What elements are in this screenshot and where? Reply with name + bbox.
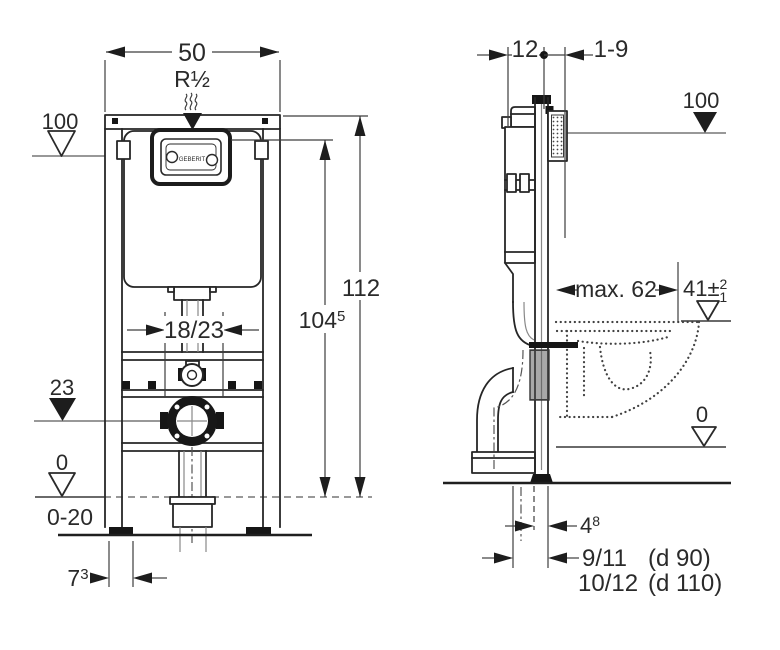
flush-bend-fitting: [173, 286, 211, 301]
cistern-side-profile: [501, 106, 536, 348]
dim-actuation-height: 1045: [231, 139, 350, 497]
dim-outlet-d90-diameter: (d 90): [648, 545, 711, 572]
supply-arrow: [183, 113, 202, 130]
mounting-frame: [104, 114, 281, 536]
window-screw-right: [205, 153, 219, 167]
dim-depth-label: 12: [512, 36, 539, 63]
dim-bolt-spacing-label: 18/23: [164, 317, 224, 344]
frame-foot-right: [246, 527, 271, 536]
brand-logo-text: GEBERIT: [179, 157, 206, 163]
frame-foot-left: [109, 527, 133, 536]
drain-pipe: [169, 447, 216, 552]
dim-bolt-spacing: 18/23: [127, 312, 259, 397]
dim-total-height: 112: [283, 115, 382, 497]
floor-range-label: 0-20: [47, 504, 93, 530]
inspection-window: GEBERIT: [150, 128, 232, 186]
below-floor-outlet: [512, 486, 549, 568]
dim-depth-and-wall: 12 1-9: [477, 36, 628, 238]
dim-outlet-sizes: 9/11 (d 90) 10/12 (d 110): [482, 545, 722, 597]
cistern-clamp-right: [254, 140, 269, 160]
level-0-left: 0 0-20: [47, 450, 93, 530]
dim-outlet-d90-size: 9/11: [582, 545, 627, 572]
level-0-right: 0: [691, 402, 717, 447]
front-view: GEBERIT: [32, 39, 382, 591]
window-screw-left: [165, 150, 179, 164]
level-100-right-label: 100: [683, 88, 720, 113]
drain-outlet-flange: [160, 396, 224, 446]
level-100-right: 100: [683, 88, 720, 133]
flush-plate-box: [545, 106, 568, 162]
level-0-left-label: 0: [56, 450, 68, 475]
supply-connection: R½: [174, 66, 210, 130]
dim-foot-width-label: 73: [67, 565, 88, 591]
pan-fixing-bar: [529, 342, 578, 348]
level-23-label: 23: [50, 375, 74, 400]
dim-foot-width: 73: [67, 541, 167, 591]
dim-total-height-label: 112: [342, 275, 380, 302]
level-23: 23: [49, 375, 76, 421]
wc-pan-outline: [554, 320, 701, 419]
level-100-left: 100: [42, 109, 79, 157]
drain-socket-front: [172, 503, 213, 528]
level-41-triangle-icon: [696, 300, 720, 321]
level-0-right-triangle-icon: [691, 426, 717, 447]
water-squiggle-icon: [184, 93, 188, 111]
side-view: 12 1-9 100 max. 62 41±21 0: [443, 36, 731, 597]
cistern-clamp-left: [116, 140, 131, 160]
pan-connection-sleeve: [529, 349, 550, 401]
dim-outlet-offset: 48: [505, 513, 600, 538]
dim-outlet-d110-size: 10/12: [578, 570, 638, 597]
dim-pan-depth: max. 62: [556, 262, 679, 322]
level-100-left-label: 100: [42, 109, 79, 134]
level-0-right-label: 0: [696, 402, 708, 427]
level-100-right-triangle-icon: [693, 112, 717, 133]
dim-wall-distance-label: 1-9: [594, 36, 629, 63]
level-100-left-triangle-icon: [47, 130, 76, 157]
drain-socket-side: [471, 451, 536, 474]
level-0-left-triangle-icon: [48, 472, 76, 497]
dim-frame-width: 50: [104, 39, 281, 112]
water-inlet-fitting: [178, 360, 206, 387]
dim-pan-depth-label: max. 62: [575, 276, 657, 302]
drain-elbow-side: [471, 349, 536, 474]
supply-label: R½: [174, 66, 210, 92]
level-23-triangle-icon: [49, 398, 76, 421]
dim-actuation-height-label: 1045: [299, 307, 346, 333]
concealed-cistern: GEBERIT: [116, 128, 269, 353]
dim-frame-width-label: 50: [178, 39, 206, 67]
dim-outlet-d110-diameter: (d 110): [648, 570, 722, 597]
rail-foot-side: [530, 474, 553, 483]
dim-outlet-offset-label: 48: [580, 513, 600, 538]
